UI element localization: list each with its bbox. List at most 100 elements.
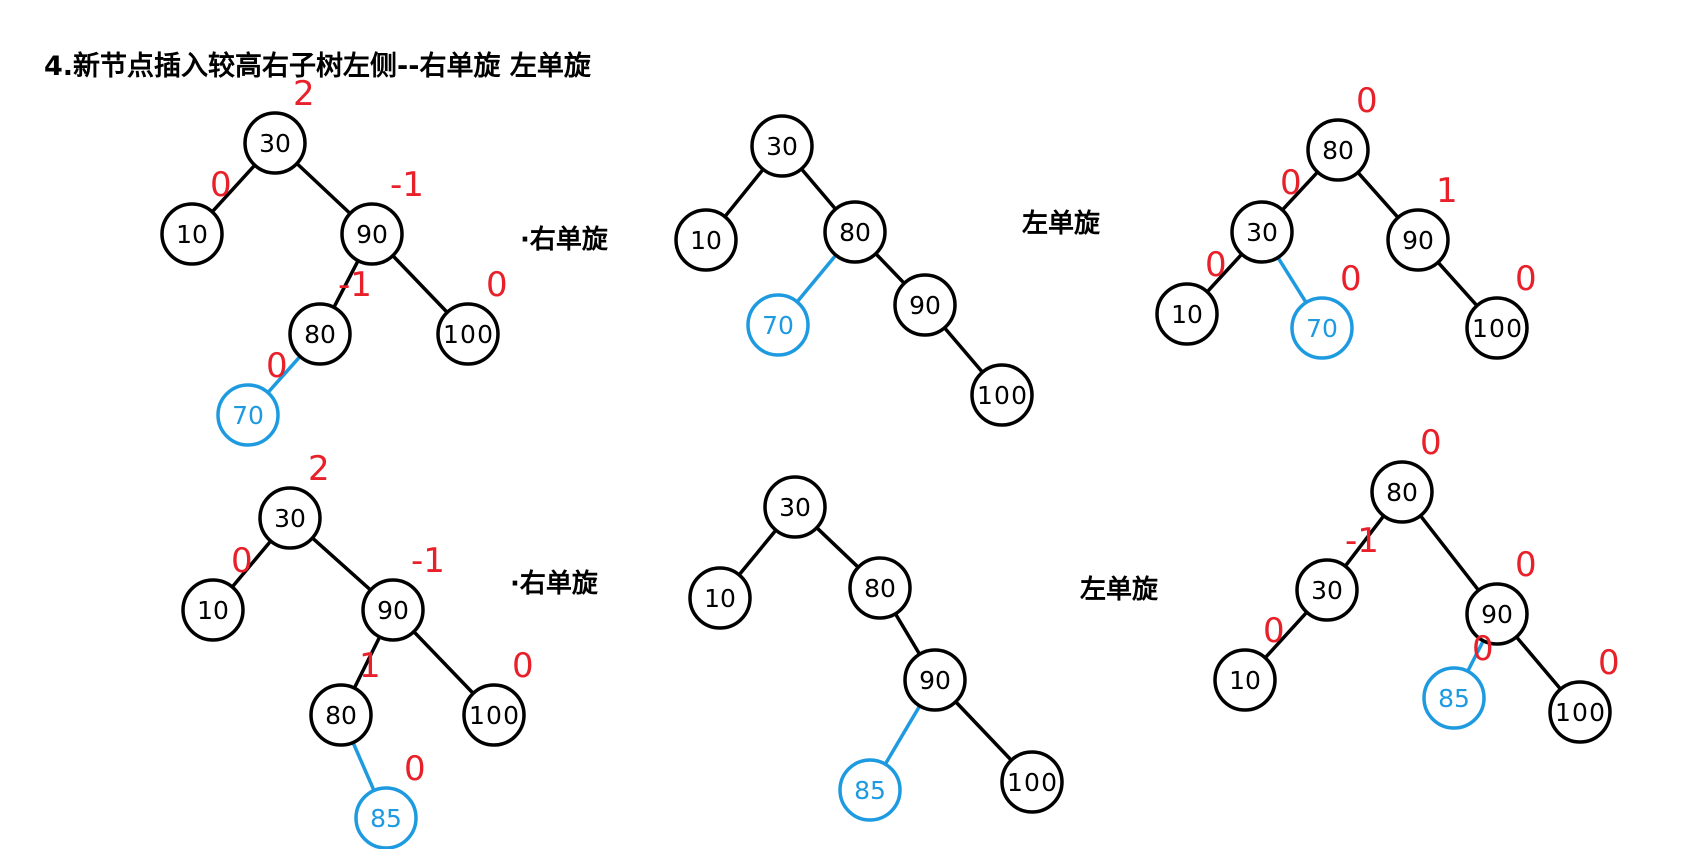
t5-node-label-90: 90 [919, 666, 951, 695]
t5-node-label-80: 80 [864, 574, 896, 603]
t5-node-label-100: 100 [1007, 768, 1057, 797]
t3-edge-80-30 [1281, 170, 1319, 212]
t6-node-label-10: 10 [1229, 666, 1261, 695]
operation-labels: ·右单旋 左单旋 ·右单旋 左单旋 [510, 209, 1159, 605]
t2-node-label-100: 100 [977, 381, 1027, 410]
t3-edge-30-70 [1276, 256, 1308, 304]
t6-node-30 [1295, 558, 1359, 622]
t3-node-label-90: 90 [1402, 226, 1434, 255]
t1-edge-30-10 [210, 163, 257, 214]
t4-node-label-100: 100 [469, 701, 519, 730]
t4-node-100 [462, 683, 526, 747]
t2-node-label-10: 10 [690, 226, 722, 255]
t4-balance-80: 1 [359, 646, 381, 686]
t1-balance-90: -1 [390, 165, 424, 205]
t6-balance-100: 0 [1598, 643, 1620, 683]
page-title: 4.新节点插入较高右子树左侧--右单旋 左单旋 [44, 51, 591, 82]
t1-node-label-70: 70 [232, 401, 264, 430]
t3-balance-30: 0 [1280, 163, 1302, 203]
t4-node-30 [258, 486, 322, 550]
t3-edge-30-10 [1205, 252, 1244, 294]
t6-node-90 [1465, 582, 1529, 646]
t5-edge-30-10 [737, 529, 778, 576]
t4-node-label-10: 10 [197, 596, 229, 625]
t3-node-30 [1230, 200, 1294, 264]
t2-node-30 [750, 114, 814, 178]
t3-balance-80: 0 [1356, 81, 1378, 121]
t5-edge-90-100 [954, 700, 1013, 762]
t4-node-90 [361, 578, 425, 642]
t3-node-label-100: 100 [1472, 314, 1522, 343]
t1-edge-80-70 [266, 355, 302, 394]
t1-balance-100: 0 [486, 265, 508, 305]
t2-node-70 [746, 293, 810, 357]
t2-node-label-80: 80 [839, 218, 871, 247]
t6-balance-85: 0 [1472, 629, 1494, 669]
t3-node-label-80: 80 [1322, 136, 1354, 165]
t4-edge-30-90 [311, 536, 372, 592]
t3-balance-100: 0 [1515, 259, 1537, 299]
t1-node-90 [340, 202, 404, 266]
t1-edge-30-90 [295, 162, 352, 215]
t6-node-80 [1370, 460, 1434, 524]
t4-node-85 [354, 786, 418, 849]
t3-node-90 [1386, 208, 1450, 272]
t3-node-100 [1465, 296, 1529, 360]
op-left-rotate-2: 左单旋 [1080, 575, 1159, 605]
t1-node-80 [288, 302, 352, 366]
t5-node-label-30: 30 [779, 493, 811, 522]
t2-edge-30-10 [723, 168, 765, 218]
t6-node-label-30: 30 [1311, 576, 1343, 605]
t6-balance-90: 0 [1515, 545, 1537, 585]
t1-node-10 [160, 202, 224, 266]
t3-node-70 [1290, 296, 1354, 360]
t4-edge-30-10 [230, 539, 273, 589]
t6-node-label-80: 80 [1386, 478, 1418, 507]
t3-node-label-10: 10 [1171, 300, 1203, 329]
t5-node-10 [688, 566, 752, 630]
t4-edge-90-80 [352, 636, 382, 689]
t2-edge-80-90 [874, 252, 906, 285]
t6-node-85 [1422, 666, 1486, 730]
t6-node-10 [1213, 648, 1277, 712]
t6-edge-90-85 [1466, 639, 1485, 673]
t2-node-100 [970, 363, 1034, 427]
t5-node-label-85: 85 [854, 776, 886, 805]
t1-node-label-10: 10 [176, 220, 208, 249]
t5-edge-80-90 [893, 612, 922, 656]
t4-balance-10: 0 [231, 541, 253, 581]
t6-edge-80-90 [1419, 514, 1480, 592]
t2-edge-30-80 [800, 167, 837, 211]
t2-edge-90-100 [943, 326, 984, 374]
t1-balance-30: 2 [293, 74, 315, 114]
t1-node-label-80: 80 [304, 320, 336, 349]
t4-balance-30: 2 [308, 449, 330, 489]
t6-edge-90-100 [1515, 635, 1562, 691]
t4-node-10 [181, 578, 245, 642]
t5-node-80 [848, 556, 912, 620]
t1-edge-90-80 [332, 259, 360, 309]
t5-node-label-10: 10 [704, 584, 736, 613]
t3-balance-90: 1 [1436, 171, 1458, 211]
t2-node-label-90: 90 [909, 291, 941, 320]
t4-balance-90: -1 [411, 541, 445, 581]
t4-node-label-90: 90 [377, 596, 409, 625]
t6-node-label-100: 100 [1555, 698, 1605, 727]
t2-node-80 [823, 200, 887, 264]
t3-edge-90-100 [1436, 261, 1479, 307]
t3-balance-10: 0 [1205, 245, 1227, 285]
t2-node-10 [674, 208, 738, 272]
t1-edge-90-100 [391, 254, 449, 314]
t5-node-85 [838, 758, 902, 822]
t1-balance-10: 0 [210, 165, 232, 205]
t1-node-100 [436, 302, 500, 366]
t6-edge-80-30 [1343, 514, 1386, 568]
t3-node-label-30: 30 [1246, 218, 1278, 247]
t2-edge-80-70 [795, 253, 838, 304]
t5-node-30 [763, 475, 827, 539]
t4-node-label-80: 80 [325, 701, 357, 730]
t3-node-80 [1306, 118, 1370, 182]
t5-node-90 [903, 648, 967, 712]
t4-edge-90-100 [412, 630, 475, 695]
